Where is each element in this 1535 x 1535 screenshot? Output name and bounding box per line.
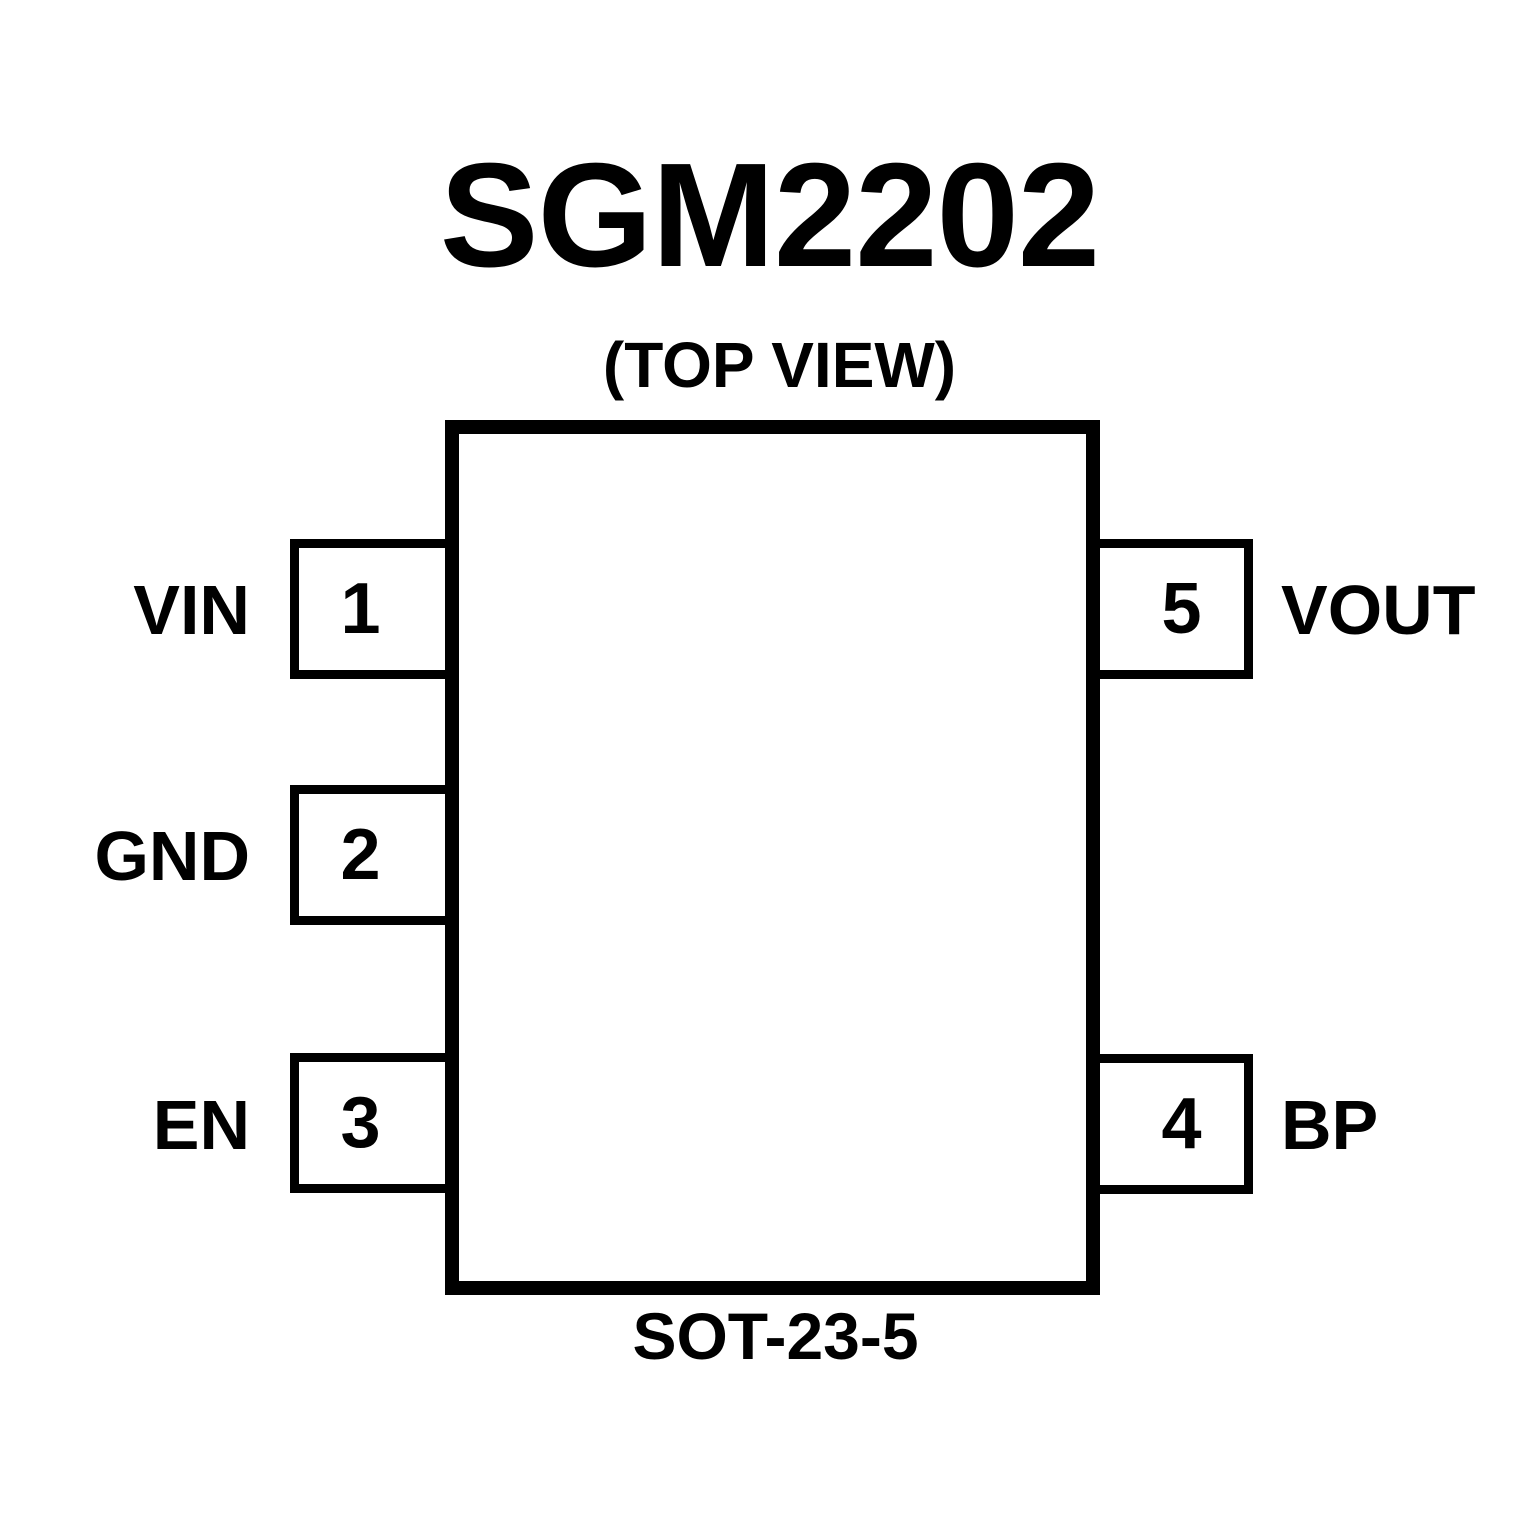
pin-number-1: 1 <box>340 569 381 649</box>
pin-box-3: 3 <box>290 1053 459 1193</box>
package-body-outline <box>445 420 1100 1295</box>
pin-box-1: 1 <box>290 539 459 679</box>
pin-box-2: 2 <box>290 785 459 925</box>
pin-number-2: 2 <box>340 815 381 895</box>
view-orientation-text: (TOP VIEW) <box>602 329 957 401</box>
pin-number-4: 4 <box>1161 1084 1202 1164</box>
pin-label-gnd: GND <box>94 817 250 895</box>
package-type-caption: SOT-23-5 <box>0 1303 1535 1369</box>
package-type-text: SOT-23-5 <box>632 1299 919 1373</box>
view-orientation-label: (TOP VIEW) <box>0 333 1535 397</box>
pin-box-4: 4 <box>1086 1054 1253 1194</box>
pin-label-vout: VOUT <box>1281 571 1476 649</box>
pin-number-5: 5 <box>1161 569 1202 649</box>
page-title-text: SGM2202 <box>439 133 1100 298</box>
pin-number-3: 3 <box>340 1083 381 1163</box>
pin-label-vin: VIN <box>133 571 250 649</box>
pin-label-bp: BP <box>1281 1086 1379 1164</box>
pin-label-en: EN <box>152 1086 250 1164</box>
page-title: SGM2202 <box>0 142 1535 290</box>
pin-box-5: 5 <box>1086 539 1253 679</box>
